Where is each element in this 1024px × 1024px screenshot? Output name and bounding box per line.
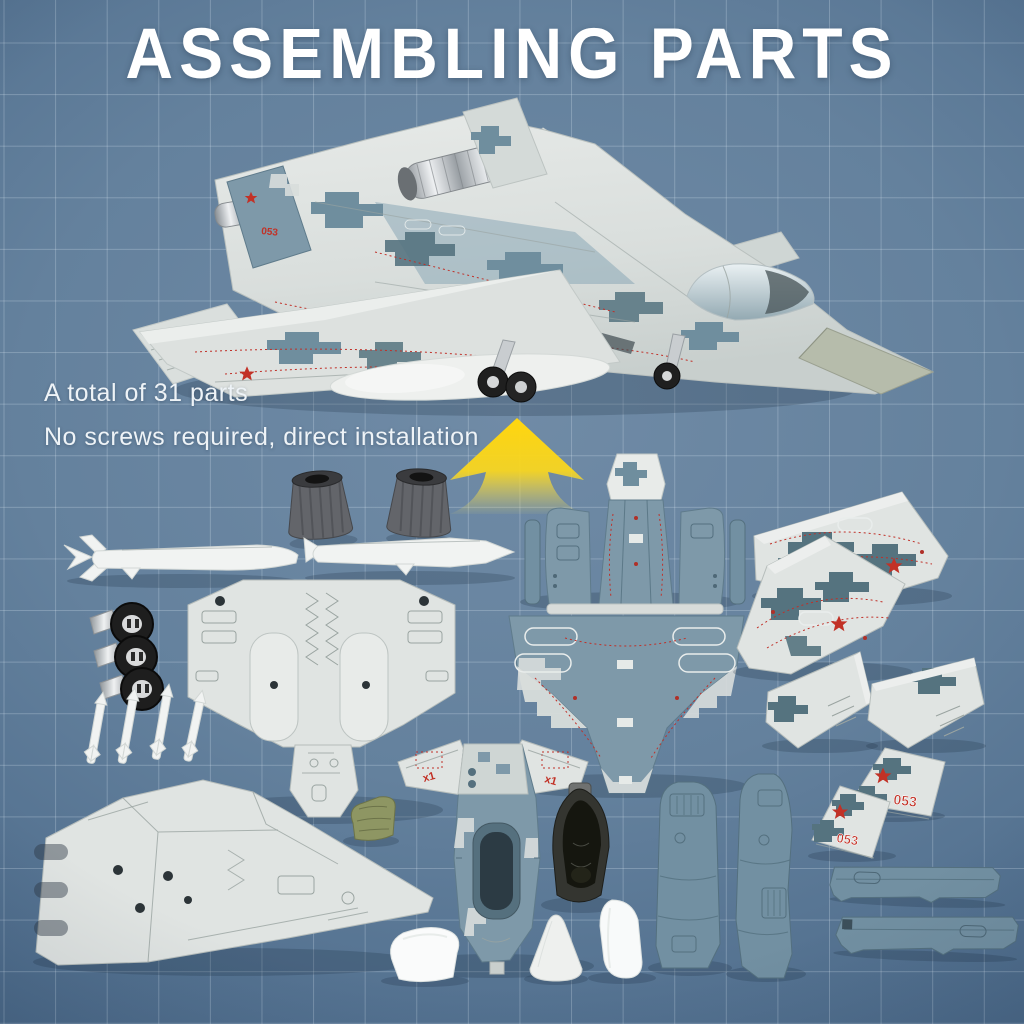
part-engine-nacelle-half-1 [648, 781, 732, 976]
jet-left-fin: 053 [226, 165, 312, 269]
up-arrow-icon [450, 418, 584, 514]
part-lower-fuselage [33, 779, 434, 976]
caption-line-2: No screws required, direct installation [44, 422, 479, 451]
caption: A total of 31 parts No screws required, … [44, 372, 479, 460]
part-engine-nozzle-2 [386, 468, 455, 548]
part-horizontal-stabilizer-2 [866, 657, 986, 753]
part-cruise-missile-1 [63, 534, 299, 588]
part-cockpit-section: x1 x1 [394, 739, 594, 978]
part-nose-cone [524, 914, 588, 985]
jet-canopy [686, 263, 815, 321]
jet-radome [798, 327, 935, 395]
part-forward-upper-fuselage [520, 453, 746, 615]
caption-line-1: A total of 31 parts [44, 379, 249, 407]
page-title: ASSEMBLING PARTS [125, 13, 899, 93]
jet-right-fin [462, 97, 548, 189]
part-landing-gear-wheels [89, 602, 164, 711]
part-mid-upper-fuselage [507, 615, 747, 798]
part-small-missiles [83, 683, 207, 764]
jet-tail-number: 053 [261, 226, 279, 239]
part-engine-nozzle-1 [288, 470, 358, 550]
part-horizontal-stabilizer-1 [762, 651, 878, 753]
canard-quantity-right: x1 [543, 773, 558, 788]
part-intake-nacelle-top-right [678, 507, 726, 605]
fin-tail-number: 053 [893, 791, 918, 810]
hero-jet: 053 [132, 97, 935, 416]
canard-quantity-left: x1 [422, 770, 437, 785]
part-cockpit-tub [541, 782, 621, 913]
part-engine-nacelle-half-2 [726, 773, 806, 982]
fin-tail-number-2: 053 [836, 830, 860, 848]
part-ejection-seat [343, 796, 399, 847]
part-intake-nacelle-top-left [544, 507, 592, 605]
part-canopy-glass [588, 899, 656, 984]
part-vertical-fin-2: 053 [808, 785, 896, 862]
jet-belly-tank [329, 353, 611, 401]
part-fuselage-side-strip-1 [829, 866, 1006, 908]
jet-main-landing-gear [477, 339, 537, 403]
part-fuselage-side-strip-2 [833, 916, 1019, 962]
part-windshield-glass [381, 927, 469, 987]
jet-nose-landing-gear [653, 333, 686, 390]
part-cruise-missile-2 [303, 537, 516, 585]
parts-layout: 053 053 [33, 453, 1019, 987]
